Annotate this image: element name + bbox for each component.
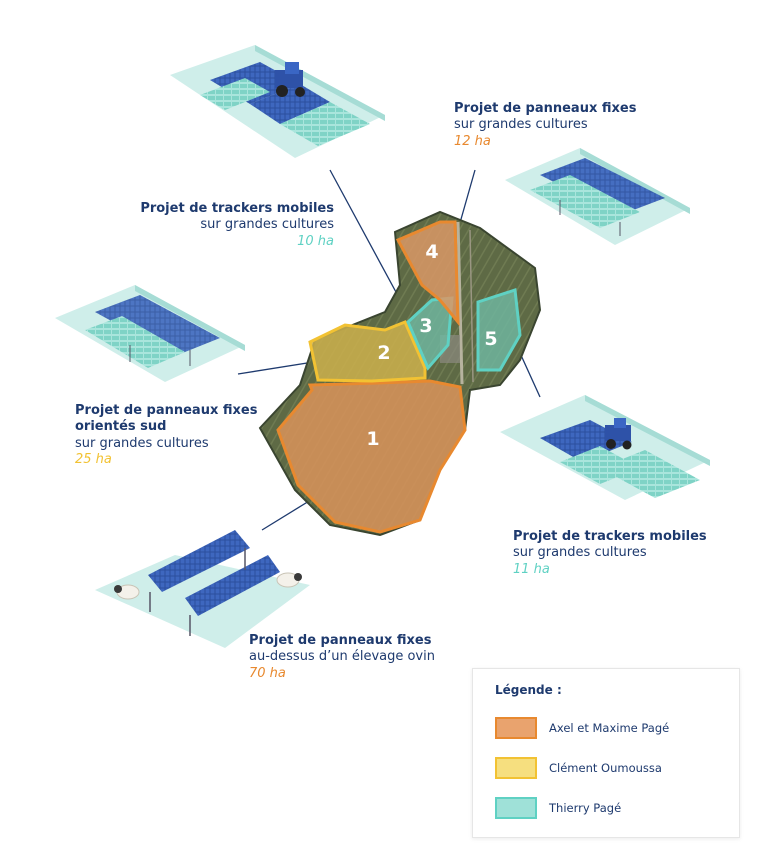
legend-item: Axel et Maxime Pagé [495,717,725,741]
callout-subtitle: sur grandes cultures [75,435,209,451]
callout-zone4: Projet de panneaux fixes sur grandes cul… [454,101,636,150]
illustration-trackers-top [170,45,385,158]
callout-area: 12 ha [454,133,491,149]
tractor-icon [275,62,305,97]
zone-2: 2 [308,320,427,383]
illustration-fixed-panels-left [55,285,245,382]
callout-title: Projet de panneaux fixes [249,633,432,648]
illustration-fixed-panels-top-right [505,148,690,245]
legend-swatch-yellow [495,757,537,779]
callout-subtitle: sur grandes cultures [200,217,334,233]
legend-label: Thierry Pagé [549,801,622,815]
sheep-icon [276,572,302,588]
zone-1-label: 1 [366,428,379,450]
legend-swatch-teal [495,797,537,819]
callout-title: Projet de trackers mobiles [140,201,334,216]
sheep-icon [114,584,140,600]
callout-area: 25 ha [75,451,112,467]
legend-title: Légende : [495,683,562,697]
callout-zone1: Projet de panneaux fixes au-dessus d’un … [249,633,435,682]
legend-label: Clément Oumoussa [549,761,662,775]
callout-area: 10 ha [297,233,334,249]
callout-title: Projet de panneaux fixes [454,101,637,116]
callout-title-line2: orientés sud [75,419,167,435]
callout-title: Projet de trackers mobiles [513,529,707,544]
zone-5-label: 5 [484,328,497,350]
callout-area: 70 ha [249,665,286,681]
callout-zone2: Projet de panneaux fixes orientés sud su… [75,403,257,468]
callout-subtitle: sur grandes cultures [513,545,647,561]
zone-1: 1 [276,379,467,534]
illustration-panels-sheep [95,530,310,648]
callout-subtitle: sur grandes cultures [454,117,588,133]
legend-item: Clément Oumoussa [495,757,725,781]
callout-zone5: Projet de trackers mobiles sur grandes c… [513,529,707,578]
callout-zone3: Projet de trackers mobiles sur grandes c… [108,201,334,250]
zone-3-label: 3 [419,315,432,337]
zone-4: 4 [395,220,460,327]
callout-title: Projet de panneaux fixes [75,403,258,418]
callout-subtitle: au-dessus d’un élevage ovin [249,649,435,665]
zone-4-label: 4 [425,241,438,263]
zone-3: 3 [406,296,454,371]
legend-label: Axel et Maxime Pagé [549,721,670,735]
legend-item: Thierry Pagé [495,797,725,821]
illustration-trackers-right [500,395,710,500]
callout-area: 11 ha [513,561,550,577]
zone-2-label: 2 [377,342,390,364]
zone-5: 5 [476,288,522,372]
legend: Légende : Axel et Maxime Pagé Clément Ou… [472,668,740,838]
tractor-icon [605,418,632,450]
legend-swatch-orange [495,717,537,739]
